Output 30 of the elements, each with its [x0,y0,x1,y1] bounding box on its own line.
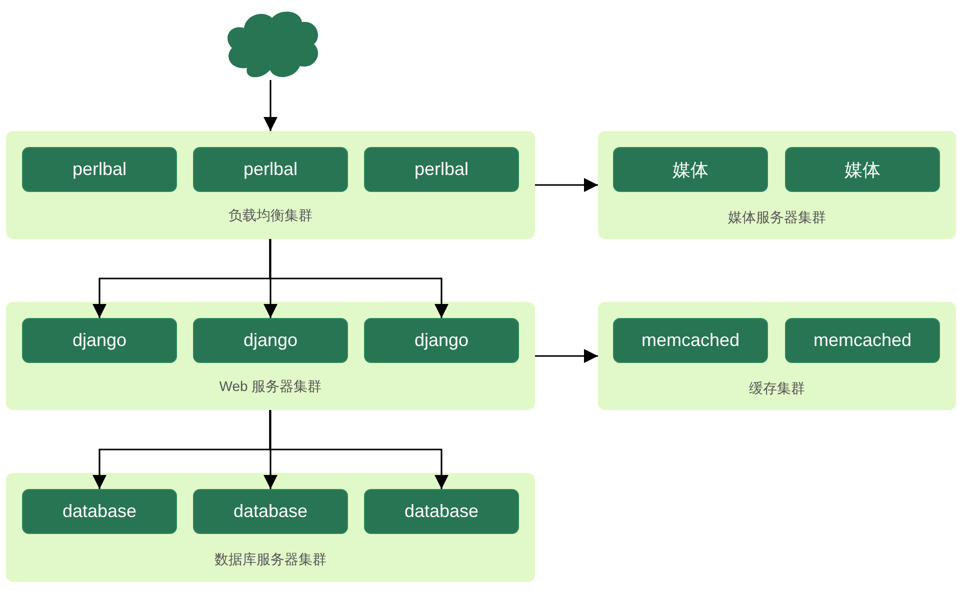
cluster-label: 数据库服务器集群 [214,551,326,569]
cluster-panel [6,473,535,582]
cluster-panel [598,131,956,239]
arrow [535,178,598,192]
arrow [264,239,278,318]
cluster-panel [598,302,956,410]
server-box: database [193,489,348,534]
arrow [269,239,448,318]
server-box: django [193,318,348,363]
arrow [264,410,278,489]
cluster-label: 负载均衡集群 [228,207,312,225]
server-box: 媒体 [785,147,940,192]
arrow [535,349,598,363]
server-box: perlbal [364,147,519,192]
cluster-label: Web 服务器集群 [219,378,322,396]
server-box: 媒体 [613,147,768,192]
cluster-panel [6,131,535,239]
cluster-label: 缓存集群 [749,380,805,398]
server-box: memcached [613,318,768,363]
cluster-label: 媒体服务器集群 [728,209,826,227]
server-box: memcached [785,318,940,363]
arrow [269,410,448,489]
server-box: database [22,489,177,534]
server-box: django [364,318,519,363]
cluster-panel [6,302,535,410]
server-box: perlbal [22,147,177,192]
arrow [264,80,278,131]
server-box: perlbal [193,147,348,192]
server-box: django [22,318,177,363]
server-box: database [364,489,519,534]
